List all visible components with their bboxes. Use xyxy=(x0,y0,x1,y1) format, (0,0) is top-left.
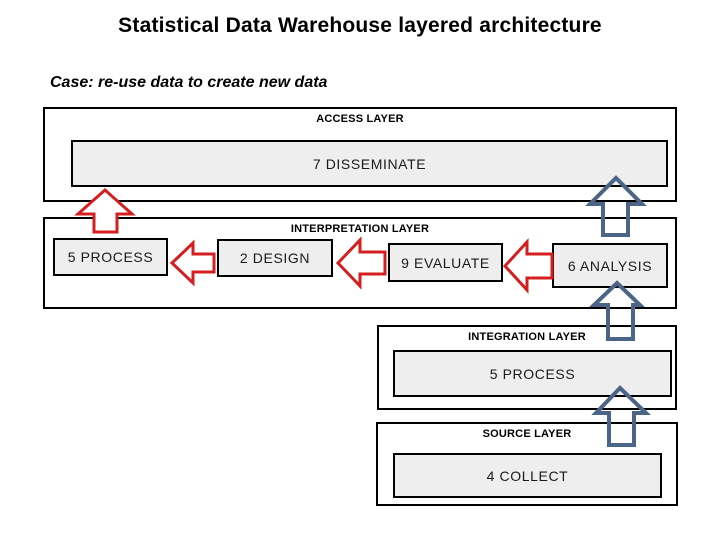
access-layer: ACCESS LAYER 7 DISSEMINATE xyxy=(43,107,677,202)
interpretation-layer: INTERPRETATION LAYER 5 PROCESS 2 DESIGN … xyxy=(43,217,677,309)
case-subtitle: Case: re-use data to create new data xyxy=(50,74,328,91)
design-box-label: 2 DESIGN xyxy=(239,250,311,266)
integration-layer-label: INTEGRATION LAYER xyxy=(468,331,586,343)
collect-box: 4 COLLECT xyxy=(393,453,662,498)
design-box: 2 DESIGN xyxy=(217,239,333,277)
disseminate-box: 7 DISSEMINATE xyxy=(71,140,668,187)
process-box-integration: 5 PROCESS xyxy=(393,350,672,397)
evaluate-box-label: 9 EVALUATE xyxy=(401,254,490,271)
disseminate-box-label: 7 DISSEMINATE xyxy=(312,155,427,172)
source-layer: SOURCE LAYER 4 COLLECT xyxy=(376,422,678,506)
access-layer-label: ACCESS LAYER xyxy=(316,113,404,125)
source-layer-label: SOURCE LAYER xyxy=(482,428,572,440)
analysis-box-label: 6 ANALYSIS xyxy=(567,257,653,274)
analysis-box: 6 ANALYSIS xyxy=(552,243,668,288)
process-box-interpretation: 5 PROCESS xyxy=(53,238,168,276)
process-box-interpretation-label: 5 PROCESS xyxy=(67,249,154,265)
integration-layer: INTEGRATION LAYER 5 PROCESS xyxy=(377,325,677,410)
collect-box-label: 4 COLLECT xyxy=(486,467,569,484)
interpretation-layer-label: INTERPRETATION LAYER xyxy=(290,223,430,235)
evaluate-box: 9 EVALUATE xyxy=(388,243,503,282)
page-title: Statistical Data Warehouse layered archi… xyxy=(118,14,602,37)
process-box-integration-label: 5 PROCESS xyxy=(489,365,576,382)
